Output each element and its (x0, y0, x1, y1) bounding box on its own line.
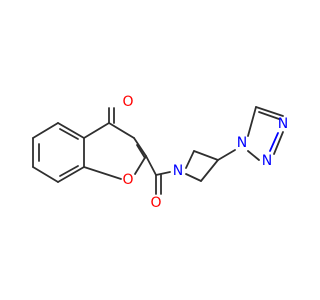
chemical-structure-diagram: O O O N N N N (32, 94, 289, 211)
bond-layer (32, 106, 284, 195)
carbonyl-carbon-bond (145, 155, 157, 176)
triazole-bond-c5-c4 (255, 106, 284, 117)
benzene-bond-c4-c5 (57, 166, 85, 183)
triazole-n1-label: N (237, 135, 247, 151)
triazole-bond-n2-n3 (273, 131, 284, 155)
ring-oxygen-label: O (122, 172, 133, 188)
azetidine-to-triazole-bond (217, 149, 236, 161)
azetidine-bond-c3-c2 (200, 159, 219, 182)
triazole-bond-n3-n1 (247, 150, 260, 161)
benzene-inner-bond-c (59, 128, 79, 140)
triazole-double-bond-inner-b (269, 132, 279, 152)
azetidine-bond-c2-n (185, 173, 202, 182)
pyranone-double-bond-c2-c3 (136, 144, 146, 159)
benzene-bond-c3-c4 (32, 166, 59, 183)
molecule-svg: O O O N N N N (32, 94, 288, 211)
pyranone-bond-c4a-c4 (83, 122, 110, 139)
amide-oxygen-label: O (150, 195, 161, 211)
ketone-oxygen-label: O (122, 94, 133, 110)
benzene-bond-c1-c2 (32, 122, 59, 139)
pyranone-bond-o1-c8a (83, 166, 122, 180)
triazole-double-bond-inner-a (258, 111, 280, 120)
benzene-inner-bond-b (59, 165, 79, 177)
pyranone-bond-c3-c2 (133, 137, 147, 157)
triazole-bond-n1-c5 (247, 106, 257, 137)
atom-label-layer: O O O N N N N (122, 94, 288, 211)
pyranone-bond-c4-c3 (108, 122, 135, 139)
azetidine-bond-c1-c3 (193, 150, 219, 161)
amide-bond-to-n (155, 171, 171, 176)
azetidine-nitrogen-label: N (173, 163, 183, 179)
pyranone-bond-c2-o1 (134, 155, 147, 175)
triazole-n2-label: N (278, 116, 288, 132)
triazole-n3-label: N (262, 153, 272, 169)
azetidine-bond-n-c1 (185, 150, 195, 169)
benzene-bond-c6-c1 (57, 122, 85, 139)
